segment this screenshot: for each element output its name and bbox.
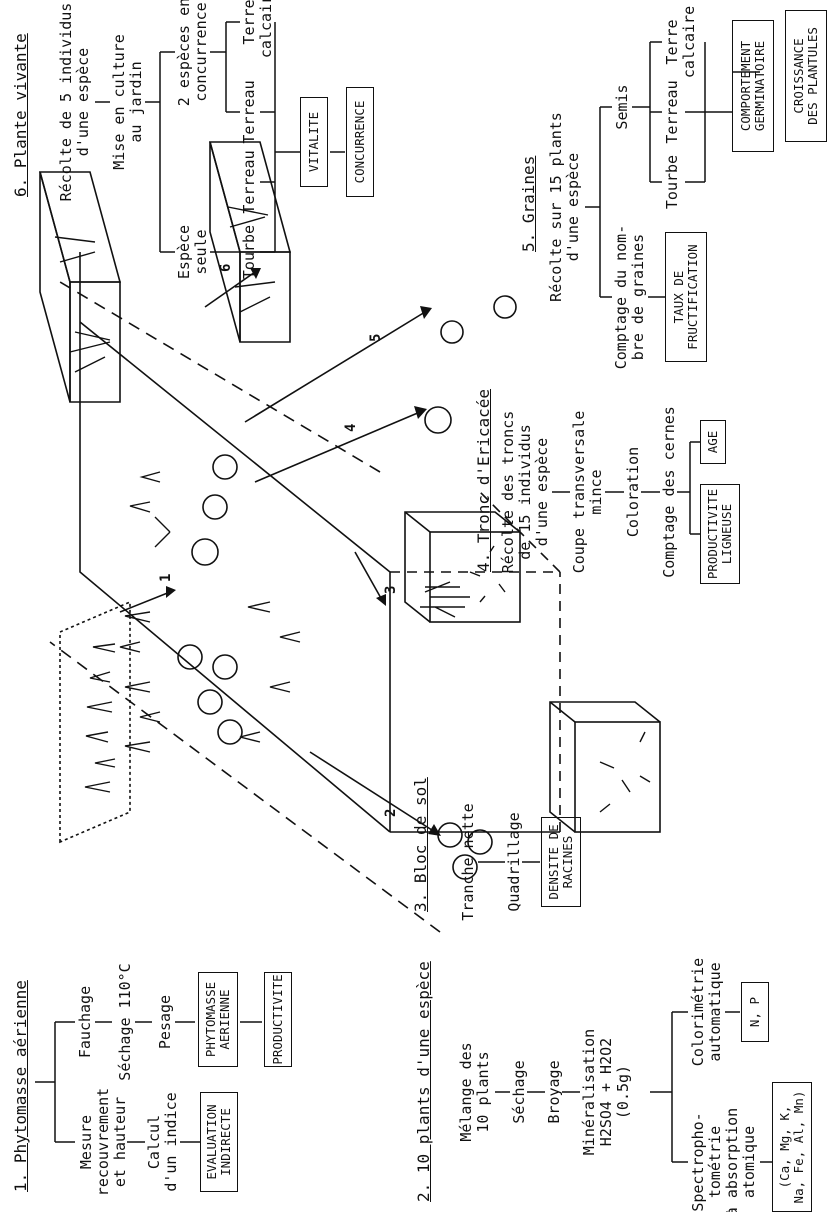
text-line: 2 espèces en	[176, 0, 193, 106]
vitalite-box: VITALITE	[300, 97, 328, 187]
especes-concurrence-text: 2 espèces en concurrence	[176, 0, 210, 106]
espece-seule-text: Espèce seule	[176, 225, 210, 279]
text-line: Espèce	[176, 225, 193, 279]
text-line: au jardin	[128, 34, 145, 169]
recolte-individus-text: Récolte de 5 individus d'une espèce	[58, 3, 92, 202]
text-line: d'une espèce	[75, 3, 92, 202]
concurrence-box: CONCURRENCE	[346, 87, 374, 197]
tourbe-6-text: Tourbe	[241, 225, 258, 279]
text-line: Terre	[241, 0, 258, 58]
text-line: Récolte de 5 individus	[58, 3, 75, 202]
terreau-6b-text: Terreau	[241, 80, 258, 143]
text-line: concurrence	[193, 0, 210, 106]
text-line: calcaire	[258, 0, 275, 58]
text-line: Mise en culture	[111, 34, 128, 169]
mise-culture-text: Mise en culture au jardin	[111, 34, 145, 169]
text-line: seule	[193, 225, 210, 279]
terreau-6-text: Terreau	[241, 150, 258, 213]
terre-calcaire-6-text: Terre calcaire	[241, 0, 275, 58]
